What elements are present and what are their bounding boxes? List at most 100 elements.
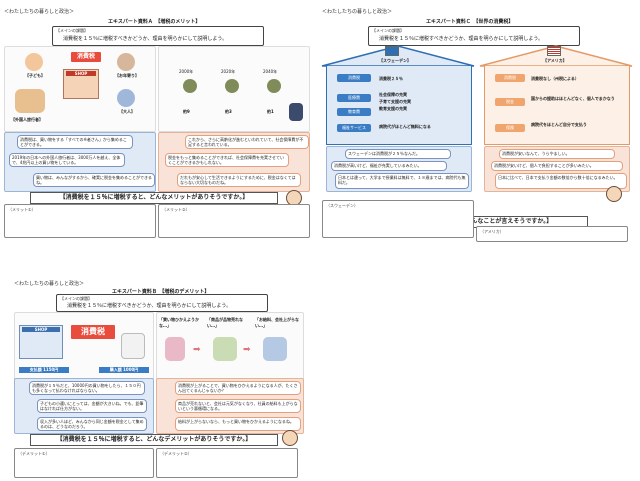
shopping-bag-icon <box>121 333 145 359</box>
step-3: 「お給料、会社上がらない…」 <box>255 317 299 328</box>
america-pill-tax: 消費税 <box>495 74 525 82</box>
bubble-left-1: スウェーデンは消費税が２５％なんだ。 <box>345 149 451 159</box>
panel-right-bubbles: 消費税が上がることで、買い物をひかえるようになる人が、たくさん出てくるんじゃない… <box>156 378 304 434</box>
america-house-body: 【アメリカ】 消費税 税金 保険 消費税なし（州税による） 国からの援助はほとん… <box>484 46 630 145</box>
panel-left-bubbles: スウェーデンは消費税が２５％なんだ。 消費税が高いけど、福祉が充実しているみたい… <box>326 146 472 192</box>
panel-right-bubbles: 消費税が安いなんて、うらやましい。 消費税が安いけど、個人で負担することが多いみ… <box>484 146 630 192</box>
question-bar: 【消費税を１５％に増税すると、どんなデメリットがありそうですか。】 <box>30 434 278 446</box>
answer-box-1[interactable]: （デメリット①） <box>14 448 154 478</box>
sweden-item-2: 社会保障の充実 <box>379 92 407 97</box>
main-question-text: 消費税を１５％に増税すべきかどうか、理由を明らかにして説明しよう。 <box>63 36 228 42</box>
answer-label-1: （デメリット①） <box>18 451 50 456</box>
shopper-figure <box>165 337 185 361</box>
answer-label-america: （アメリカ） <box>480 229 504 234</box>
sweden-pill-tax: 消費税 <box>337 74 371 82</box>
label-child: 【子ども】 <box>25 73 45 78</box>
worker-figure <box>263 337 287 361</box>
panel-left-bubbles: 消費税が１５％だと、10000円の買い物をしたら、１５０円も多くなって払わなけれ… <box>14 378 154 434</box>
america-flag <box>547 46 561 56</box>
panel-left-bubbles: 消費税は、買い物をする「すべての※者さん」から集めることができる。 2019年の… <box>4 132 156 192</box>
panel-right-bubbles: これから、さらに高齢化が進むといわれていて、社会保障費が不足すると言われている。… <box>158 132 310 192</box>
shop-sign: SHOP <box>66 71 96 76</box>
sweden-pill-welfare: 福祉サービス <box>337 124 371 132</box>
bubble-right-1: 消費税が上がることで、買い物をひかえるようになる人が、たくさん出てくるんじゃない… <box>175 381 301 395</box>
bubble-left-3: 日本とは違って、大学まで授業料は無料で、１８歳までは、病院代も無料だ。 <box>335 173 469 189</box>
sweden-pill-medical: 医療費 <box>337 94 371 102</box>
answer-label-2: （メリット②） <box>162 207 190 212</box>
america-item-2: 国からの援助はほとんどなく、個人でまかなう <box>531 96 615 101</box>
panel-left-illustration: SHOP 消費税 【子ども】 【お年寄り】 【外国人旅行者】 【大人】 <box>4 46 156 132</box>
sheet-header: ＜わたしたちの暮らしと政治＞ <box>322 9 393 15</box>
price-paid: 支払額 1150円 <box>19 367 69 373</box>
step-2: 「商品が品物売れない…」 <box>207 317 243 328</box>
answer-label-sweden: （スウェーデン） <box>326 203 358 208</box>
sheet-header: ＜わたしたちの暮らしと政治＞ <box>14 281 85 287</box>
shop-illustration: SHOP <box>63 69 99 99</box>
bubble-right-3: 日本に比べて、日本で支払う金額の数倍から数十倍になるみたい。 <box>495 173 627 189</box>
tax-tag: 消費税 <box>71 52 101 62</box>
question-bar: 【消費税を１５％に増税すると、どんなメリットがありそうですか。】 <box>30 192 278 204</box>
elderly-2000 <box>183 79 197 93</box>
year-2000: 2000年 <box>179 69 194 74</box>
bubble-right-3: 給料が上がらないなら、もっと買い物をひかえるようになるね。 <box>175 417 301 431</box>
main-question-box: 【メインの課題】 消費税を１５％に増税すべきかどうか、理由を明らかにして説明しよ… <box>368 26 580 46</box>
adult-figure <box>117 89 135 107</box>
sheet-title: エキスパート資料Ｂ 【増税のデメリット】 <box>112 289 210 295</box>
sheet-demerit: ＜わたしたちの暮らしと政治＞ エキスパート資料Ｂ 【増税のデメリット】 【メイン… <box>10 280 310 478</box>
main-question-text: 消費税を１５％に増税すべきかどうか、理由を明らかにして説明しよう。 <box>379 36 544 42</box>
shop-illustration: SHOP <box>19 325 63 359</box>
america-label: 【アメリカ】 <box>543 58 567 63</box>
label-elderly: 【お年寄り】 <box>115 73 139 78</box>
ratio-2040: 約1 <box>267 109 274 114</box>
bubble-left-3: 買い物は、みんながするから、確実に税金を集めることができるね。 <box>33 173 155 187</box>
year-2020: 2020年 <box>221 69 236 74</box>
bubble-left-3: 収入が多い人ほど、みんなから同じ金額を税金として集めるのは、どうなのだろう。 <box>37 417 147 431</box>
sheet-title: エキスパート資料Ｃ 【世界の消費税】 <box>426 19 514 25</box>
elderly-2020 <box>225 79 239 93</box>
store-figure <box>213 337 237 361</box>
answer-box-2[interactable]: （メリット②） <box>158 204 310 238</box>
label-adult: 【大人】 <box>119 109 135 114</box>
answer-label-2: （デメリット②） <box>160 451 192 456</box>
panel-left-illustration: SHOP 消費税 支払額 1150円 購入額 1000円 <box>14 312 154 380</box>
bubble-left-2: 子どもの小遣いにとっては、金額が大きいね。でも、鉛筆はなければ仕方がない。 <box>37 399 147 413</box>
main-question-label: 【メインの課題】 <box>372 28 404 33</box>
sheet-title: エキスパート資料Ａ 【増税のメリット】 <box>108 19 201 25</box>
bubble-right-2: 税金をもっと集めることができれば、社会保障費を充実させていくことができるかもしれ… <box>165 153 289 167</box>
america-item-3: 病院代をほとんど自分で支払う <box>531 122 587 127</box>
answer-box-1[interactable]: （メリット①） <box>4 204 156 238</box>
bubble-left-1: 消費税が１５％だと、10000円の買い物をしたら、１５０円も多くなって払わなけれ… <box>29 381 145 395</box>
answer-box-sweden[interactable]: （スウェーデン） <box>322 200 474 238</box>
answer-box-2[interactable]: （デメリット②） <box>156 448 298 478</box>
sweden-item-1: 消費税２５％ <box>379 76 403 81</box>
arrow-icon-2: ➡ <box>243 345 251 355</box>
student-face-icon <box>606 186 622 202</box>
label-tourists: 【外国人旅行者】 <box>11 117 43 122</box>
bubble-left-2: 2019年の日本への外国人旅行者は、3000万人を越え、全体で、4兆円以上の買い… <box>9 153 125 167</box>
panel-right-illustration: 2000年 2020年 2040年 約9 約3 約1 <box>158 46 310 132</box>
adult-figure-right <box>289 103 303 121</box>
price-goods: 購入額 1000円 <box>99 367 149 373</box>
tourists-figure <box>15 89 45 113</box>
panel-right-illustration: 「買い物ひかえようかな…」 「商品が品物売れない…」 「お給料、会社上がらない…… <box>156 312 304 380</box>
main-question-label: 【メインの課題】 <box>56 28 88 33</box>
bubble-right-2: 商品が売れないと、会社は元気がなくなり、社員の給料も上がらないという悪循環になる… <box>175 399 301 413</box>
sweden-house-body: 【スウェーデン】 消費税 医療費 教育費 福祉サービス 消費税２５％ 社会保障の… <box>326 46 472 145</box>
america-pill-insurance: 保険 <box>495 124 525 132</box>
year-2040: 2040年 <box>263 69 278 74</box>
sweden-item-3: 子育て支援の充実 <box>379 99 411 104</box>
student-face-icon <box>282 430 298 446</box>
main-question-box: 【メインの課題】 消費税を１５％に増税すべきかどうか、理由を明らかにして説明しよ… <box>52 26 264 46</box>
america-pill-money: 税金 <box>495 98 525 106</box>
main-question-box: 【メインの課題】 消費税を１５％に増税すべきかどうか、理由を明らかにして説明しよ… <box>56 294 268 312</box>
elderly-2040 <box>267 79 281 93</box>
arrow-icon-1: ➡ <box>193 345 201 355</box>
answer-box-america[interactable]: （アメリカ） <box>476 226 628 242</box>
sweden-label: 【スウェーデン】 <box>379 58 411 63</box>
bubble-left-2: 消費税が高いけど、福祉が充実しているみたい。 <box>331 161 447 171</box>
america-item-1: 消費税なし（州税による） <box>531 76 579 81</box>
sheet-header: ＜わたしたちの暮らしと政治＞ <box>4 9 75 15</box>
shop-sign: SHOP <box>22 327 60 332</box>
main-question-label: 【メインの課題】 <box>60 296 92 301</box>
ratio-2020: 約3 <box>225 109 232 114</box>
